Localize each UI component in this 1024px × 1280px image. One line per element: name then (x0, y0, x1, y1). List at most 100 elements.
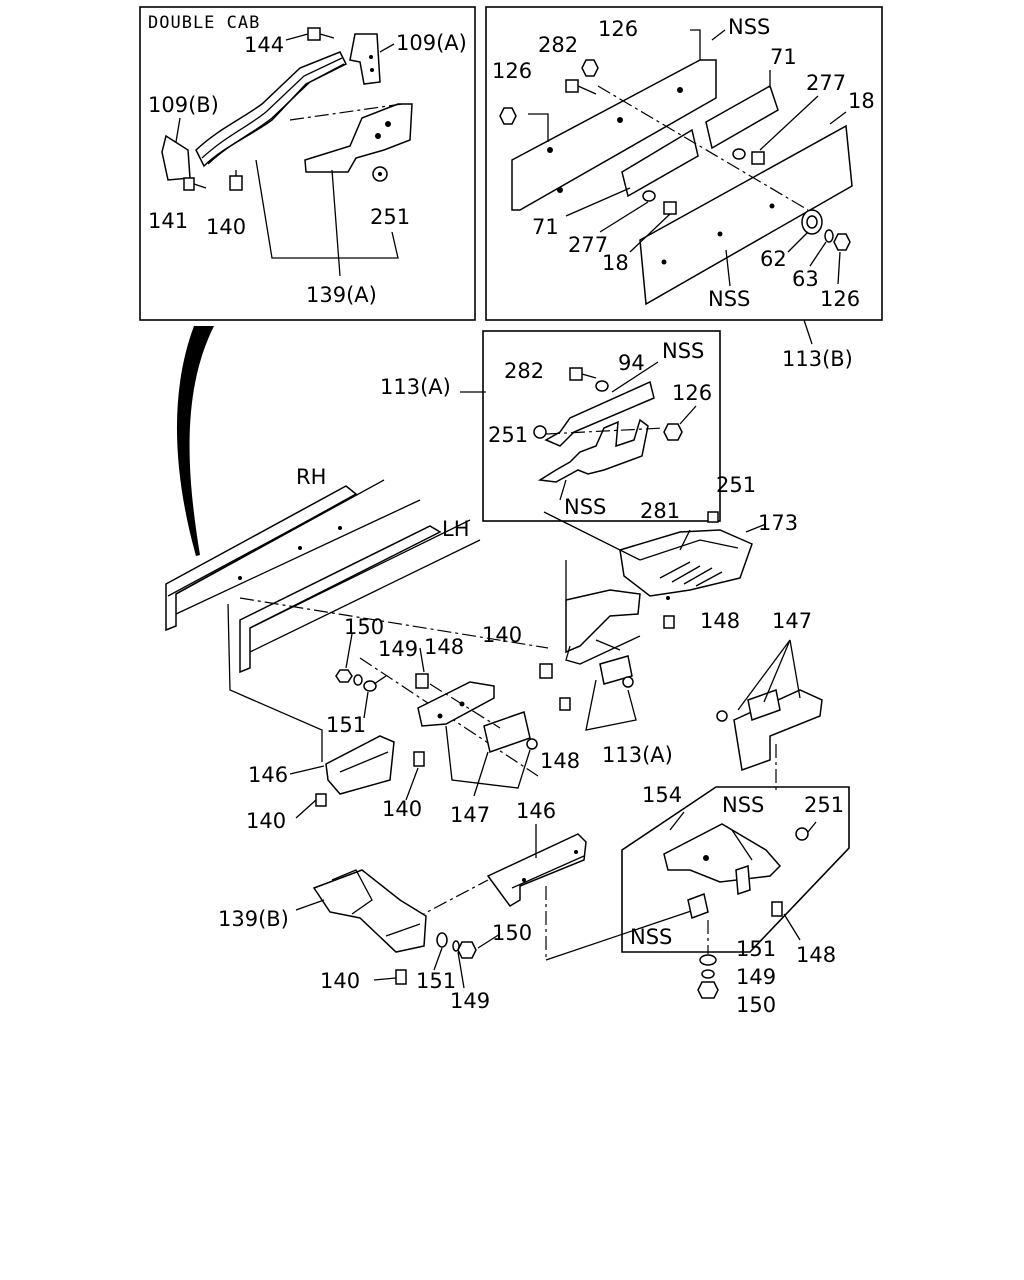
bolt-140e-icon (395, 969, 407, 985)
bracket-113b-group (499, 29, 853, 345)
label-154: 154 (642, 783, 682, 807)
label-146b: 146 (516, 799, 556, 823)
label-71a: 71 (770, 45, 797, 69)
label-126d: 126 (672, 381, 712, 405)
label-140b: 140 (482, 623, 522, 647)
bracket-173 (619, 529, 753, 597)
washer-149a-icon (353, 674, 363, 686)
bolt-251d-icon (795, 827, 809, 841)
bracket-146-bottom (486, 833, 587, 907)
label-281: 281 (640, 499, 680, 523)
label-251c: 251 (716, 473, 756, 497)
bolt-251c-icon (707, 511, 719, 523)
label-94: 94 (618, 351, 645, 375)
bracket-154-group (663, 811, 817, 999)
label-140c: 140 (246, 809, 286, 833)
label-nss1: NSS (728, 15, 770, 39)
nss-clip-a (735, 864, 751, 896)
label-282a: 282 (538, 33, 578, 57)
label-71b: 71 (532, 215, 559, 239)
label-277b: 277 (568, 233, 608, 257)
label-148c: 148 (540, 749, 580, 773)
bolt-282b-icon (569, 367, 597, 381)
washer-151b-icon (436, 932, 448, 948)
nut-150b-icon (457, 941, 477, 959)
double-cab-group (161, 27, 413, 277)
washer-149c-icon (701, 969, 715, 979)
nss-bracket-upper (544, 380, 655, 447)
frame-arc (176, 326, 214, 556)
label-139b: 139(B) (218, 907, 289, 931)
bolt-140-icon (229, 170, 243, 191)
washer-151c-icon (699, 954, 717, 966)
bolt-148a-icon (663, 615, 675, 629)
label-18a: 18 (848, 89, 875, 113)
label-nss5: NSS (722, 793, 764, 817)
label-148b: 148 (424, 635, 464, 659)
label-151c: 151 (416, 969, 456, 993)
label-113b: 113(B) (782, 347, 853, 371)
washer-149b-icon (452, 940, 460, 952)
bolt-round2-icon (526, 738, 538, 750)
label-140d: 140 (382, 797, 422, 821)
harness-bracket-109b (161, 134, 191, 181)
label-251d: 251 (804, 793, 844, 817)
label-146a: 146 (248, 763, 288, 787)
label-lh: LH (442, 517, 470, 541)
bolt-148d-icon (771, 901, 783, 917)
bolt-144-icon (307, 27, 335, 41)
washer-63-icon (824, 229, 834, 243)
nss-bracket-lower (537, 418, 649, 483)
label-150a: 150 (344, 615, 384, 639)
label-126a: 126 (598, 17, 638, 41)
nut-126-top-icon (581, 59, 599, 77)
nut-147-icon (716, 710, 728, 722)
label-140a: 140 (206, 215, 246, 239)
washer-277-icon (642, 148, 746, 202)
label-151a: 151 (326, 713, 366, 737)
bolt-141-icon (183, 177, 207, 191)
panel-title: DOUBLE CAB (148, 13, 260, 33)
label-126c: 126 (820, 287, 860, 311)
label-nss2: NSS (708, 287, 750, 311)
label-144: 144 (244, 33, 284, 57)
bracket-113a-panel (482, 330, 721, 522)
label-109a: 109(A) (396, 31, 467, 55)
label-150b: 150 (492, 921, 532, 945)
bracket-139b (312, 869, 427, 953)
bolt-148c-icon (559, 697, 571, 711)
bracket-113a-group (460, 361, 697, 501)
nss-plate-long (639, 124, 853, 306)
nut-126-left-icon (499, 107, 517, 125)
washer-62-icon (801, 209, 823, 235)
label-140e: 140 (320, 969, 360, 993)
label-147b: 147 (450, 803, 490, 827)
label-rh: RH (296, 465, 326, 489)
washer-151a-icon (363, 680, 377, 692)
harness-bracket-109a (349, 33, 381, 85)
bolt-251-icon (372, 166, 388, 182)
nut-126-icon (833, 233, 851, 251)
bolt-282-icon (565, 79, 597, 95)
nut-126b-icon (663, 423, 683, 441)
bracket-146-left (325, 735, 395, 795)
washer-94-icon (595, 380, 609, 392)
label-113a2: 113(A) (602, 743, 673, 767)
label-149c: 149 (736, 965, 776, 989)
bracket-113b-panel (485, 6, 883, 321)
label-126b: 126 (492, 59, 532, 83)
bolt-140d-icon (315, 793, 327, 807)
pad-plate (599, 655, 633, 685)
bracket-147-left-group (289, 633, 538, 819)
label-251b: 251 (488, 423, 528, 447)
bolt-round-icon (622, 676, 634, 688)
label-109b: 109(B) (148, 93, 219, 117)
label-18b: 18 (602, 251, 629, 275)
bracket-113a-assy (539, 511, 767, 731)
cover-139a (304, 103, 413, 173)
label-151b: 151 (736, 937, 776, 961)
label-nss6: NSS (630, 925, 672, 949)
label-139a: 139(A) (306, 283, 377, 307)
frame-rail-rh (165, 485, 358, 632)
